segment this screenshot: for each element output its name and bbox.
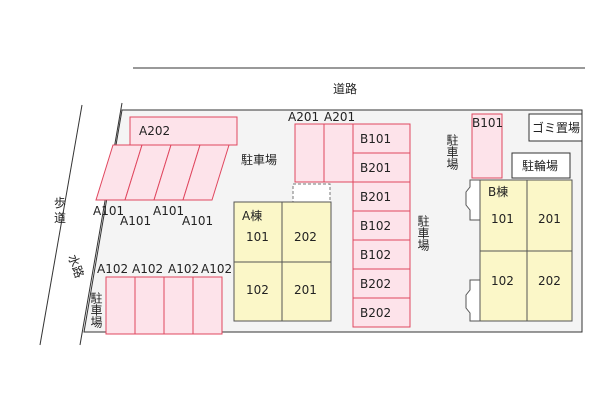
- label-b: B101: [360, 132, 391, 146]
- parking-label-a102: 駐車場: [89, 291, 103, 329]
- unit: 102: [246, 283, 269, 297]
- parking-label-b: 駐車場: [416, 214, 430, 252]
- label-b: B102: [360, 248, 391, 262]
- bicycle-parking: [511, 152, 571, 179]
- label-a101: A101: [120, 214, 151, 228]
- label-a201: A201: [288, 110, 319, 124]
- parking-a201-2: [323, 123, 354, 183]
- label-b: B201: [360, 161, 391, 175]
- bicycle-label: 駐輪場: [522, 158, 558, 173]
- label-a102: A102: [168, 262, 199, 276]
- label-a201: A201: [324, 110, 355, 124]
- label-a101: A101: [153, 204, 184, 218]
- unit: 202: [294, 230, 317, 244]
- sidewalk-edge: [39, 104, 83, 346]
- parking-b101: [471, 113, 503, 179]
- label-a102: A102: [132, 262, 163, 276]
- parking-a102-3: [163, 276, 194, 335]
- label-b: B102: [360, 219, 391, 233]
- b-entrances: [465, 179, 480, 322]
- building-a-title: A棟: [242, 208, 262, 223]
- label-a101: A101: [93, 204, 124, 218]
- unit: 201: [538, 212, 561, 226]
- unit: 101: [246, 230, 269, 244]
- waterway-label: 水路: [65, 252, 87, 280]
- parking-a102-4: [192, 276, 223, 335]
- parking-label-a: 駐車場: [241, 152, 277, 167]
- building-b-title: B棟: [488, 184, 508, 199]
- unit: 101: [491, 212, 514, 226]
- label-b: B202: [360, 306, 391, 320]
- parking-a102-2: [134, 276, 165, 335]
- parking-a101-4: [182, 144, 230, 201]
- label-a202: A202: [139, 124, 170, 138]
- label-a102: A102: [201, 262, 232, 276]
- label-a101: A101: [182, 214, 213, 228]
- road-label: 道路: [333, 81, 357, 96]
- sidewalk-label-2: 道: [54, 211, 66, 225]
- label-b101: B101: [472, 116, 503, 130]
- label-b: B201: [360, 190, 391, 204]
- label-a102: A102: [97, 262, 128, 276]
- unit: 102: [491, 274, 514, 288]
- parking-a201-1: [294, 123, 325, 183]
- garbage-label: ゴミ置場: [532, 120, 580, 135]
- site-left-edge: [79, 102, 123, 346]
- unit: 201: [294, 283, 317, 297]
- entrance-dashed: [292, 183, 331, 203]
- unit: 202: [538, 274, 561, 288]
- label-b: B202: [360, 277, 391, 291]
- parking-label-b101: 駐車場: [445, 133, 459, 171]
- parking-a102-1: [105, 276, 136, 335]
- parking-a202: [129, 116, 238, 146]
- sidewalk-label-1: 歩: [54, 195, 66, 210]
- b-parking-column: B101 B201 B201 B102 B102 B202 B202: [352, 123, 411, 328]
- garbage-area: [528, 113, 583, 142]
